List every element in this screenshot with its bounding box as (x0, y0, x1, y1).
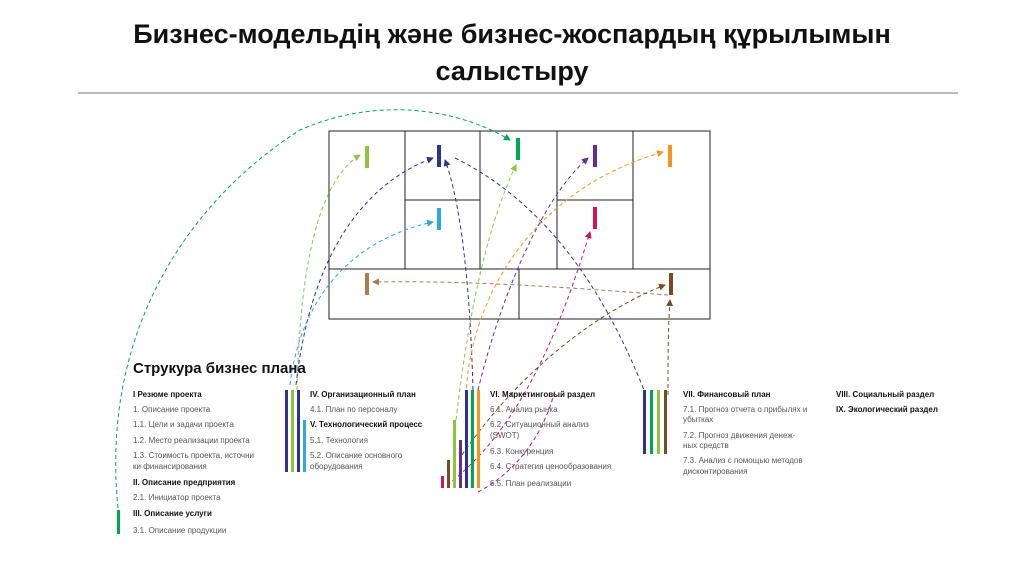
plan-col4-item: убытках (683, 415, 713, 424)
plan-col2: IV. Организационный план 4.1. План по пе… (310, 390, 423, 471)
plan-col1-item: 1.1. Цели и задачи проекта (133, 420, 234, 429)
plan-col5-item: IX. Экологический раздел (836, 405, 938, 414)
plan-col1-item: I Резюме проекта (133, 390, 202, 399)
arrow-navy-activities (295, 156, 434, 386)
bar-col4-navy (643, 390, 646, 454)
plan-col1-item: III. Описание услуги (133, 509, 212, 518)
arrow-cyan-resources (289, 219, 434, 386)
plan-col4-item: дисконтирования (683, 467, 747, 476)
arrow-purple-relations (477, 157, 589, 391)
plan-col1-item: 1.2. Место реализации проекта (133, 436, 250, 445)
bar-col4-lg (657, 390, 660, 454)
bar-col3-purple (459, 440, 462, 488)
plan-col3-item: 6.5. План реализации (490, 479, 571, 488)
plan-heading: Струкура бизнес плана (133, 360, 306, 377)
marker-customer-segments (668, 145, 672, 167)
arrow-lg-partners (296, 154, 361, 391)
marker-channels (593, 207, 597, 229)
plan-col4-item: 7.2. Прогноз движения денеж- (683, 431, 796, 440)
plan-col1-item: II. Описание предприятия (133, 478, 236, 487)
bar-col3-navy (465, 390, 468, 488)
bar-col2-navy-1 (285, 390, 288, 472)
plan-col2-item: 4.1. План по персоналу (310, 405, 397, 414)
title-line-2: салыстыру (435, 56, 589, 86)
bar-col3-lg (453, 420, 456, 488)
bar-col3-green (471, 390, 474, 488)
plan-col1-item: 2.1. Инициатор проекта (133, 493, 221, 502)
marker-value-proposition (516, 138, 520, 160)
marker-customer-relationships (593, 145, 597, 167)
plan-col2-item: V. Технологический процесс (310, 420, 423, 429)
marker-key-resources (437, 208, 441, 230)
arrow-lg-value (455, 164, 517, 421)
plan-col1-item: 1. Описание проекта (133, 405, 211, 414)
arrow-green-value (115, 109, 511, 509)
arrow-brown-revenue-2 (666, 299, 674, 396)
bar-col1-green (117, 510, 120, 534)
business-model-canvas (328, 130, 711, 320)
plan-col2-item: IV. Организационный план (310, 390, 416, 399)
plan-col3-item: 6.3. Конкуренция (490, 447, 553, 456)
plan-col2-item: 5.2. Описание основного (310, 451, 403, 460)
plan-col2-item: 5.1. Технология (310, 436, 368, 445)
plan-col2-item: оборудования (310, 462, 363, 471)
plan-col4-item: ных средств (683, 441, 729, 450)
connector-arrows (115, 109, 674, 509)
arrow-brown-revenue (461, 283, 666, 456)
bar-col4-green (650, 390, 653, 454)
marker-revenue-streams (669, 273, 673, 295)
plan-col3-item: (SWOT) (490, 431, 520, 440)
plan-col4-item: 7.1. Прогноз отчета о прибылях и (683, 405, 807, 414)
plan-col3-item: 6.4. Стратегия ценообразования (490, 462, 611, 471)
plan-col3: VI. Маркетинговый раздел 6.1. Анализ рын… (490, 390, 611, 488)
bar-col2-cyan (303, 420, 306, 472)
arrow-orange-segments (465, 150, 664, 396)
canvas-markers (365, 138, 673, 295)
plan-col1-item: 3.1. Описание продукции (133, 526, 226, 535)
title-divider (78, 92, 958, 94)
plan-col1-item: ки финансирования (133, 462, 207, 471)
arrow-tan-cost (372, 278, 669, 296)
title-line-1: Бизнес-модельдің және бизнес-жоспардың қ… (133, 19, 891, 49)
bar-col4-brown (664, 390, 667, 454)
bar-col3-brown (447, 460, 450, 488)
marker-cost-structure (365, 273, 369, 295)
plan-col1: I Резюме проекта 1. Описание проекта 1.1… (133, 390, 254, 535)
plan-col1-item: 1.3. Стоимость проекта, источни (133, 451, 254, 460)
plan-col3-item: 6.1. Анализ рынка (490, 405, 558, 414)
plan-bars (117, 390, 667, 534)
arrow-pink-bottom (477, 389, 556, 493)
arrow-navy-activities-2 (443, 159, 474, 391)
plan-col5-item: VIII. Социальный раздел (836, 390, 934, 399)
arrow-navy-arc (454, 157, 645, 391)
plan-col5: VIII. Социальный раздел IX. Экологически… (836, 390, 938, 414)
marker-key-activities (437, 145, 441, 167)
bar-col2-navy-2 (297, 390, 300, 472)
plan-col4-item: 7.3. Анализ с помощью методов (683, 456, 803, 465)
slide-title: Бизнес-модельдің және бизнес-жоспардың қ… (60, 16, 964, 90)
marker-key-partners (365, 146, 369, 168)
bar-col3-orange (477, 390, 480, 488)
bar-col2-lg (291, 390, 294, 472)
plan-col4-item: VII. Финансовый план (683, 390, 771, 399)
bar-col3-crimson (441, 476, 444, 488)
plan-col3-item: 6.2. Ситуационный анализ (490, 420, 589, 429)
plan-col4: VII. Финансовый план 7.1. Прогноз отчета… (683, 390, 807, 476)
plan-col3-item: VI. Маркетинговый раздел (490, 390, 595, 399)
